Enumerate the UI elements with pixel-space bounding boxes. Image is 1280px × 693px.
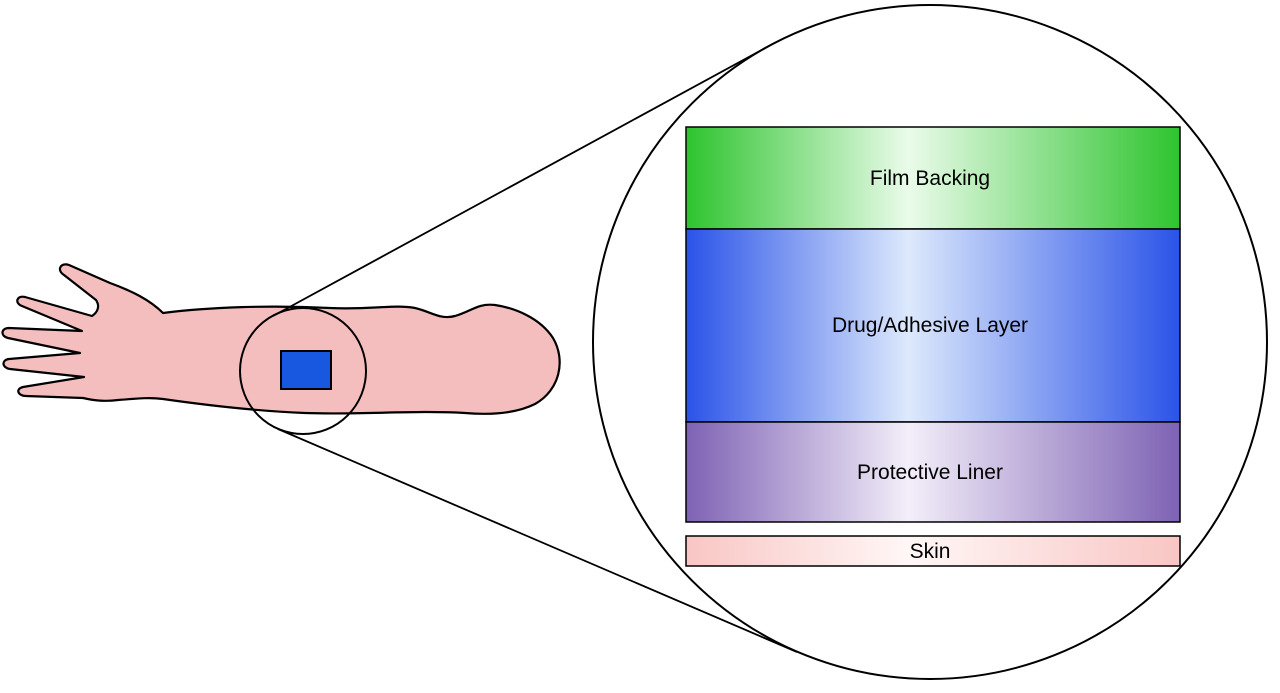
layer-skin-rect xyxy=(685,535,1181,567)
arm-illustration xyxy=(1,263,561,415)
layer-film-backing-label: Film Backing xyxy=(870,167,990,190)
magnifier-line-top xyxy=(272,45,770,317)
layer-skin: Skin xyxy=(685,535,1181,567)
layer-protective-liner-rect xyxy=(685,421,1181,523)
layer-drug-adhesive-label: Drug/Adhesive Layer xyxy=(832,314,1028,337)
layer-skin-label: Skin xyxy=(910,540,951,563)
patch-on-arm xyxy=(280,350,332,390)
layer-film-backing: Film Backing xyxy=(685,126,1181,230)
magnifier-line-bottom xyxy=(277,428,798,653)
layer-drug-adhesive-rect xyxy=(685,228,1181,423)
layer-protective-liner: Protective Liner xyxy=(685,421,1181,523)
layer-protective-liner-label: Protective Liner xyxy=(857,461,1003,484)
patch-highlight-circle xyxy=(239,307,367,435)
layer-film-backing-rect xyxy=(685,126,1181,230)
layer-drug-adhesive: Drug/Adhesive Layer xyxy=(685,228,1181,423)
